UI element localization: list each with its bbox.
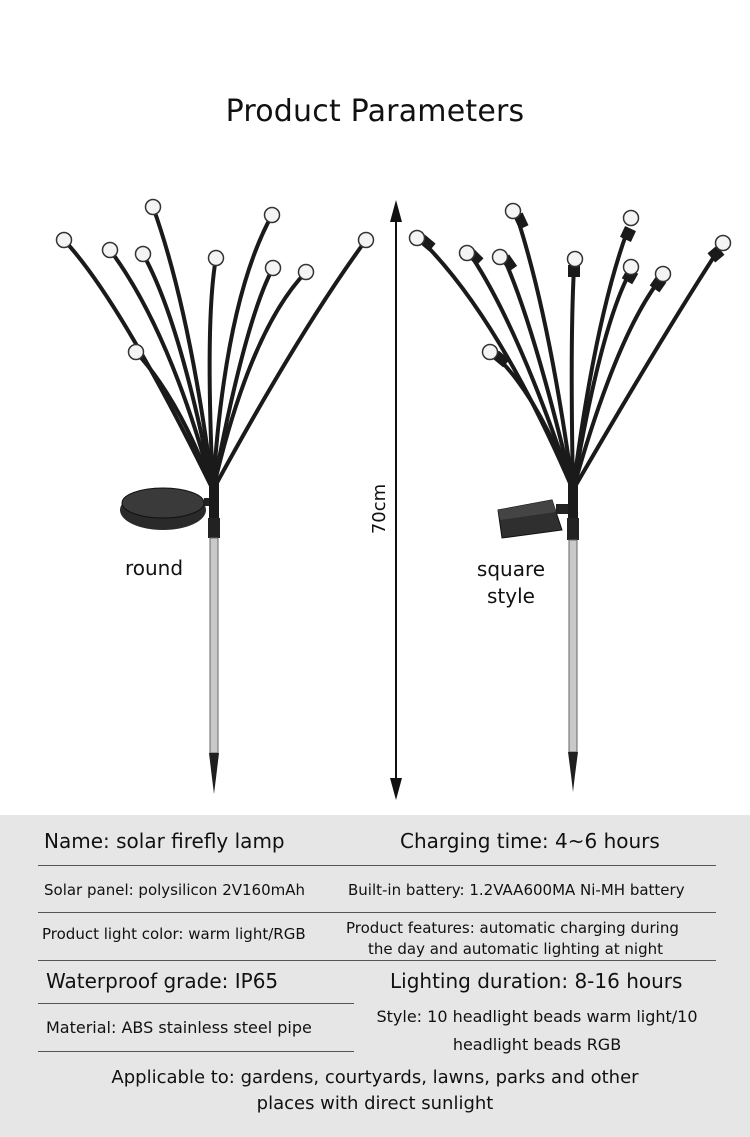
divider xyxy=(38,960,716,961)
round-lamp xyxy=(62,205,368,492)
round-solar-panel xyxy=(120,487,216,530)
spec-light-color: Product light color: warm light/RGB xyxy=(42,925,306,943)
square-lamp-beads xyxy=(408,202,732,361)
square-label-line1: square xyxy=(476,557,546,581)
spec-solar-panel: Solar panel: polysilicon 2V160mAh xyxy=(44,881,306,899)
spec-applicable-line1: Applicable to: gardens, courtyards, lawn… xyxy=(111,1067,639,1088)
spec-style-line2: headlight beads RGB xyxy=(452,1035,622,1054)
spec-features-line2: the day and automatic lighting at night xyxy=(368,940,663,958)
spec-features-line1: Product features: automatic charging dur… xyxy=(346,919,679,937)
divider xyxy=(38,1051,354,1052)
divider xyxy=(38,865,716,866)
spec-name: Name: solar firefly lamp xyxy=(44,829,285,853)
spec-style: Style: 10 headlight beads warm light/10 … xyxy=(366,1003,708,1059)
height-arrow xyxy=(390,200,402,800)
square-style-label: square style xyxy=(462,556,560,610)
spec-applicable-line2: places with direct sunlight xyxy=(256,1093,494,1114)
spec-style-line1: Style: 10 headlight beads warm light/10 xyxy=(376,1007,698,1026)
square-label-line2: style xyxy=(487,584,535,608)
spec-waterproof: Waterproof grade: IP65 xyxy=(46,969,279,993)
divider xyxy=(38,912,716,913)
square-lamp xyxy=(422,218,719,492)
divider xyxy=(38,1003,354,1004)
spec-battery: Built-in battery: 1.2VAA600MA Ni-MH batt… xyxy=(348,881,685,899)
spec-lighting-duration: Lighting duration: 8-16 hours xyxy=(390,969,683,993)
spec-features: Product features: automatic charging dur… xyxy=(346,918,679,960)
page-title: Product Parameters xyxy=(225,94,525,129)
height-label: 70cm xyxy=(369,483,390,535)
spec-applicable: Applicable to: gardens, courtyards, lawn… xyxy=(0,1065,750,1117)
spec-material: Material: ABS stainless steel pipe xyxy=(46,1018,312,1037)
spec-charging-time: Charging time: 4~6 hours xyxy=(400,829,660,853)
specs-panel: Name: solar firefly lamp Charging time: … xyxy=(0,815,750,1137)
square-solar-panel xyxy=(497,499,570,539)
product-illustration xyxy=(55,198,732,800)
round-lamp-beads xyxy=(55,198,375,361)
round-label: round xyxy=(124,556,184,580)
